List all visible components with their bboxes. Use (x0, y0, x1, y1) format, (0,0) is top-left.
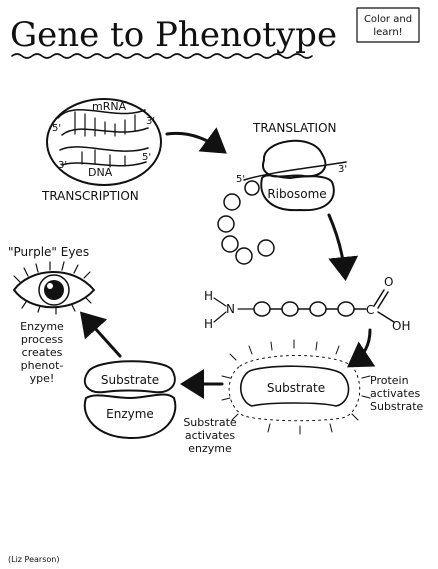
eye-caption: "Purple" Eyes (8, 245, 89, 259)
substrate-step-line2: activates (185, 429, 235, 442)
amino-acid-chain: H N H C O OH (204, 275, 410, 333)
chain-c: C (366, 303, 374, 317)
eye-icon (13, 261, 95, 315)
substrate-step-line3: enzyme (188, 442, 232, 455)
enzyme-step-line1: Enzyme (20, 320, 64, 333)
five-prime-top: 5' (52, 123, 61, 134)
enzyme-step-line2: process (21, 333, 64, 346)
chain-oh: OH (392, 319, 410, 333)
protein-step-line1: Protein (370, 374, 409, 387)
ribosome: Ribosome 5' 3' (236, 139, 347, 212)
chain-h-bottom: H (204, 317, 213, 331)
protein-step-line3: Substrate (370, 400, 424, 413)
chain-o: O (384, 275, 393, 289)
enzyme-step-line4: phenot- (21, 359, 64, 372)
corner-note-box (356, 7, 420, 43)
chain-n: N (226, 302, 235, 316)
chain-h-top: H (204, 289, 213, 303)
title-underline (11, 53, 313, 59)
three-prime-top: 3' (146, 116, 155, 127)
arrow-to-translation (165, 127, 227, 154)
corner-note-line2: learn! (373, 27, 402, 38)
corner-note-line1: Color and (364, 14, 412, 25)
substrate-step-line1: Substrate (183, 416, 237, 429)
protein-step-line2: activates (370, 387, 420, 400)
ribosome-label: Ribosome (267, 187, 326, 201)
five-prime-bottom: 5' (142, 152, 151, 163)
active-substrate: Substrate (221, 339, 371, 435)
growing-polypeptide (217, 180, 275, 265)
page-title: Gene to Phenotype (10, 15, 337, 55)
transcription-nucleus: mRNA DNA 5' 3' 3' 5' (46, 98, 162, 186)
enzyme-substrate-complex: Substrate Enzyme (83, 360, 177, 439)
arrow-to-active-substrate (347, 328, 376, 368)
enzyme-step-line3: creates (22, 346, 63, 359)
transcription-caption: TRANSCRIPTION (41, 189, 139, 203)
complex-substrate-label: Substrate (101, 373, 159, 387)
arrow-to-phenotype (79, 311, 122, 358)
three-prime-bottom: 3' (58, 160, 67, 171)
ribosome-three-prime: 3' (338, 164, 347, 175)
credit: (Liz Pearson) (8, 555, 59, 564)
active-substrate-label: Substrate (267, 381, 325, 395)
enzyme-step-line5: ype! (30, 372, 55, 385)
ribosome-five-prime: 5' (236, 174, 245, 185)
dna-label: DNA (88, 166, 113, 179)
mrna-label: mRNA (92, 100, 127, 113)
translation-caption: TRANSLATION (252, 121, 337, 135)
arrow-to-amino-acid-chain (327, 213, 359, 281)
complex-enzyme-label: Enzyme (106, 407, 154, 421)
